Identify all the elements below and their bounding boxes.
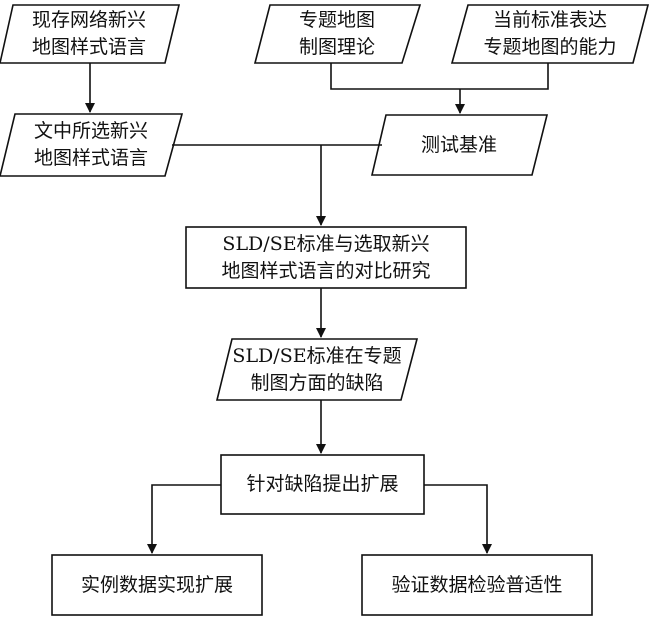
node-current-standard-ability-line1: 当前标准表达 (492, 9, 607, 31)
node-validation-data: 验证数据检验普适性 (362, 555, 592, 615)
node-test-benchmark: 测试基准 (376, 115, 542, 175)
node-defects-line2: 制图方面的缺陷 (250, 371, 384, 394)
current-standard-ability-shape (450, 4, 650, 64)
node-validation-data-line1: 验证数据检验普适性 (391, 573, 563, 596)
node-thematic-theory-line1: 专题地图 (298, 9, 375, 31)
node-current-standard-ability: 当前标准表达 专题地图的能力 (458, 5, 642, 63)
node-defects: SLD/SE标准在专题 制图方面的缺陷 (222, 339, 412, 400)
node-existing-languages-line1: 现存网络新兴 (31, 9, 146, 31)
node-thematic-theory: 专题地图 制图理论 (260, 5, 414, 63)
test-benchmark-shape (370, 114, 549, 176)
example-data-shape (51, 554, 263, 616)
node-test-benchmark-line1: 测试基准 (420, 133, 497, 156)
validation-data-shape (361, 554, 593, 616)
selected-languages-shape (0, 113, 184, 177)
connector-top-merge (330, 63, 549, 90)
node-selected-languages: 文中所选新兴 地图样式语言 (6, 114, 176, 176)
node-extension-line1: 针对缺陷提出扩展 (246, 473, 399, 495)
node-comparison-study-line1: SLD/SE标准与选取新兴 (222, 232, 430, 255)
node-selected-languages-line2: 地图样式语言 (33, 147, 148, 169)
node-current-standard-ability-line2: 专题地图的能力 (483, 36, 617, 58)
node-example-data-line1: 实例数据实现扩展 (80, 573, 233, 596)
node-extension: 针对缺陷提出扩展 (221, 455, 424, 514)
existing-languages-shape (0, 4, 181, 64)
thematic-theory-shape (253, 4, 422, 64)
connector-extension-to-example (147, 484, 221, 554)
node-existing-languages: 现存网络新兴 地图样式语言 (4, 5, 174, 63)
node-comparison-study-line2: 地图样式语言的对比研究 (221, 259, 431, 282)
node-existing-languages-line2: 地图样式语言 (31, 36, 146, 58)
connector-extension-to-validation (424, 484, 492, 554)
node-defects-line1: SLD/SE标准在专题 (232, 344, 402, 367)
node-example-data: 实例数据实现扩展 (52, 555, 262, 615)
defects-shape (215, 338, 419, 401)
node-thematic-theory-line2: 制图理论 (298, 36, 375, 58)
node-comparison-study: SLD/SE标准与选取新兴 地图样式语言的对比研究 (186, 227, 466, 288)
node-selected-languages-line1: 文中所选新兴 (33, 120, 148, 142)
comparison-study-shape (185, 226, 467, 289)
